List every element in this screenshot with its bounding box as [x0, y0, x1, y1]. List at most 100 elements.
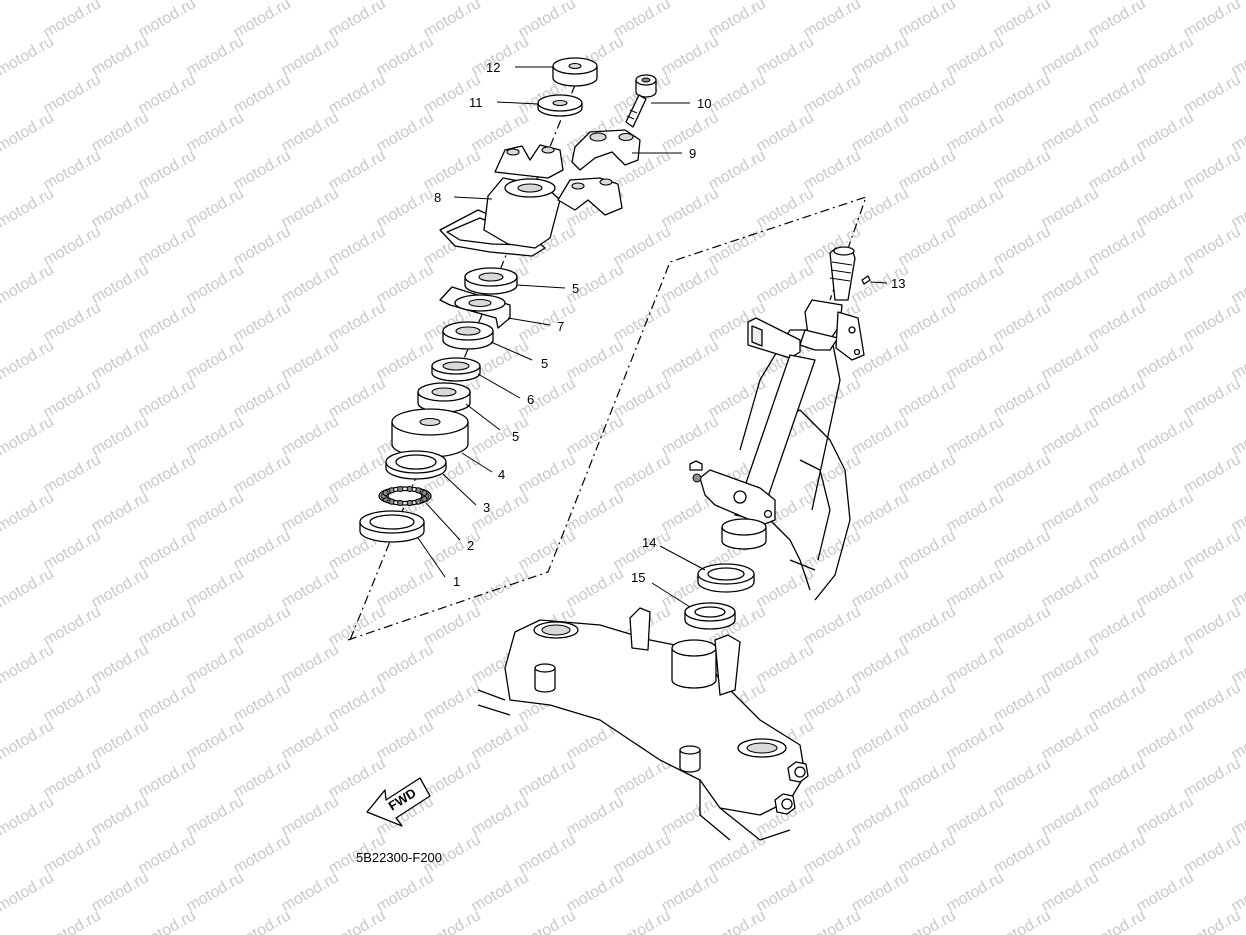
steering-stem[interactable]	[747, 246, 865, 361]
watermark-text: motod.ru	[136, 831, 199, 877]
watermark-text: motod.ru	[896, 603, 959, 649]
watermark-text: motod.ru	[1134, 641, 1197, 687]
watermark-text: motod.ru	[1229, 0, 1246, 3]
watermark-text: motod.ru	[991, 0, 1054, 41]
watermark-text: motod.ru	[89, 793, 152, 839]
watermark-text: motod.ru	[326, 375, 389, 421]
watermark-text: motod.ru	[279, 869, 342, 915]
watermark-text: motod.ru	[421, 603, 484, 649]
watermark-text: motod.ru	[41, 71, 104, 117]
watermark-text: motod.ru	[659, 337, 722, 383]
part-1-bearing-race[interactable]	[359, 510, 425, 543]
watermark-text: motod.ru	[991, 831, 1054, 877]
watermark-text: motod.ru	[1181, 147, 1244, 193]
watermark-text: motod.ru	[1181, 603, 1244, 649]
watermark-text: motod.ru	[41, 907, 104, 935]
watermark-text: motod.ru	[1039, 33, 1102, 79]
watermark-text: motod.ru	[849, 33, 912, 79]
watermark-text: motod.ru	[1181, 679, 1244, 725]
watermark-text: motod.ru	[326, 755, 389, 801]
watermark-text: motod.ru	[231, 831, 294, 877]
watermark-text: motod.ru	[326, 147, 389, 193]
watermark-text: motod.ru	[564, 413, 627, 459]
watermark-text: motod.ru	[659, 413, 722, 459]
watermark-text: motod.ru	[1134, 109, 1197, 155]
watermark-text: motod.ru	[136, 451, 199, 497]
part-7-lock-washer[interactable]	[439, 286, 511, 329]
watermark-text: motod.ru	[231, 527, 294, 573]
watermark-text: motod.ru	[1181, 299, 1244, 345]
watermark-text: motod.ru	[1039, 793, 1102, 839]
watermark-text: motod.ru	[1086, 147, 1149, 193]
watermark-text: motod.ru	[326, 603, 389, 649]
watermark-text: motod.ru	[896, 71, 959, 117]
callout-11: 11	[469, 95, 483, 110]
part-3-bearing-race[interactable]	[385, 450, 447, 480]
watermark-text: motod.ru	[0, 33, 57, 79]
watermark-text: motod.ru	[41, 451, 104, 497]
part-5-washer-lower[interactable]	[417, 382, 471, 413]
watermark-text: motod.ru	[136, 147, 199, 193]
watermark-text: motod.ru	[469, 413, 532, 459]
watermark-text: motod.ru	[0, 109, 57, 155]
watermark-text: motod.ru	[0, 793, 57, 839]
watermark-text: motod.ru	[184, 489, 247, 535]
watermark-text: motod.ru	[421, 755, 484, 801]
watermark-text: motod.ru	[279, 489, 342, 535]
watermark-text: motod.ru	[89, 185, 152, 231]
watermark-text: motod.ru	[184, 793, 247, 839]
watermark-text: motod.ru	[1039, 869, 1102, 915]
watermark-text: motod.ru	[1086, 831, 1149, 877]
watermark-text: motod.ru	[1134, 717, 1197, 763]
watermark-text: motod.ru	[706, 907, 769, 935]
part-5-washer-top[interactable]	[464, 267, 518, 295]
watermark-text: motod.ru	[184, 413, 247, 459]
part-12-washer[interactable]	[552, 57, 598, 87]
part-15-bearing-lower[interactable]	[684, 602, 736, 630]
under-bracket[interactable]	[477, 607, 809, 841]
watermark-text: motod.ru	[801, 451, 864, 497]
watermark-text: motod.ru	[991, 375, 1054, 421]
part-13-pin[interactable]	[861, 275, 871, 285]
watermark-text: motod.ru	[89, 641, 152, 687]
callout-7: 7	[557, 319, 564, 334]
callout-5-middle: 5	[541, 356, 548, 371]
watermark-text: motod.ru	[801, 527, 864, 573]
part-10-bolt[interactable]	[625, 74, 657, 128]
watermark-text: motod.ru	[41, 375, 104, 421]
watermark-text: motod.ru	[896, 147, 959, 193]
watermark-text: motod.ru	[944, 337, 1007, 383]
cable-guide-bracket[interactable]	[689, 460, 776, 526]
watermark-text: motod.ru	[136, 0, 199, 41]
part-5-washer-middle[interactable]	[442, 321, 494, 350]
part-8-handle-crown[interactable]	[439, 144, 623, 257]
watermark-text: motod.ru	[516, 0, 579, 41]
bearing-ball	[388, 498, 395, 505]
part-4-cover[interactable]	[391, 408, 469, 458]
watermark-text: motod.ru	[849, 489, 912, 535]
watermark-text: motod.ru	[516, 831, 579, 877]
part-6-ring-nut[interactable]	[431, 357, 481, 382]
part-2-ball-bearing[interactable]	[378, 485, 432, 507]
watermark-text: motod.ru	[89, 33, 152, 79]
bearing-ball	[406, 499, 413, 507]
bearing-ball	[388, 487, 395, 494]
watermark-text: motod.ru	[326, 299, 389, 345]
watermark-text: motod.ru	[184, 109, 247, 155]
watermark-text: motod.ru	[374, 869, 437, 915]
fwd-arrow[interactable]: FWD	[366, 777, 431, 827]
watermark-text: motod.ru	[0, 717, 57, 763]
callout-2: 2	[467, 538, 474, 553]
watermark-text: motod.ru	[374, 109, 437, 155]
watermark-text: motod.ru	[1134, 565, 1197, 611]
part-14-dust-seal[interactable]	[697, 563, 755, 593]
part-9-handlebar-clamp[interactable]	[571, 129, 641, 171]
part-11-washer[interactable]	[537, 94, 583, 117]
lower-stem-section[interactable]	[721, 518, 767, 550]
watermark-text: motod.ru	[89, 869, 152, 915]
watermark-text: motod.ru	[801, 603, 864, 649]
watermark-text: motod.ru	[991, 451, 1054, 497]
callout-3: 3	[483, 500, 490, 515]
watermark-text: motod.ru	[801, 755, 864, 801]
watermark-text: motod.ru	[564, 869, 627, 915]
